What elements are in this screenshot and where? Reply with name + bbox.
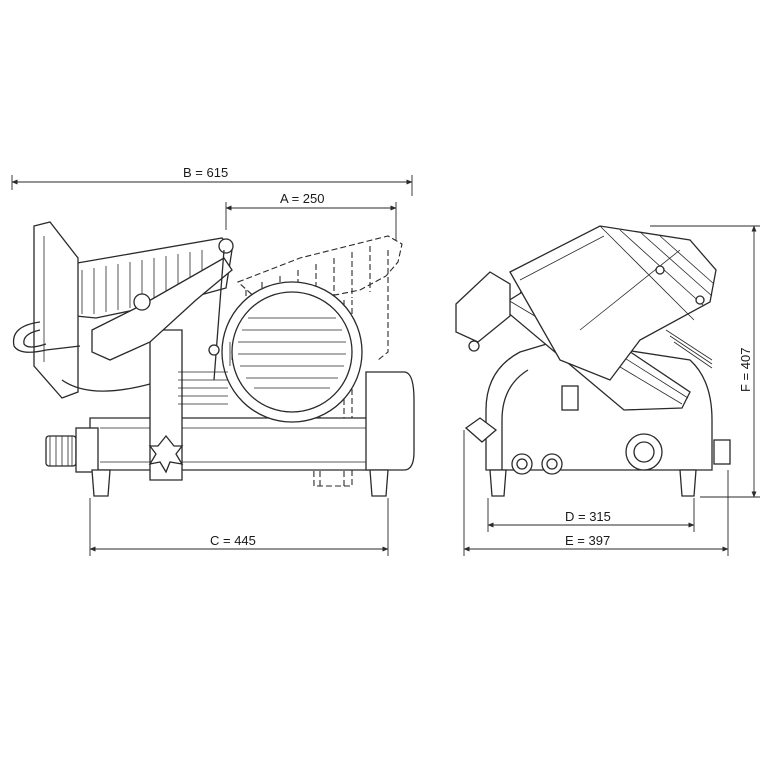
dimension-label-d: D = 315 xyxy=(565,509,611,524)
control-knobs xyxy=(511,433,731,475)
dimension-label-f: F = 407 xyxy=(738,348,753,392)
pusher-plate xyxy=(33,221,79,399)
dimension-label-e: E = 397 xyxy=(565,533,610,548)
dimension-label-b: B = 615 xyxy=(183,165,228,180)
front-feet xyxy=(91,469,389,497)
dimension-B: B = 615 xyxy=(11,165,413,196)
thickness-knob xyxy=(45,427,99,473)
blade-guard xyxy=(509,225,717,381)
dimension-label-a: A = 250 xyxy=(280,191,324,206)
star-knob xyxy=(148,434,184,474)
motor-housing xyxy=(365,371,415,471)
carriage-arm xyxy=(91,257,233,361)
dimension-label-c: C = 445 xyxy=(210,533,256,548)
body-column xyxy=(149,329,183,481)
blade-assembly xyxy=(221,281,363,423)
dimension-A: A = 250 xyxy=(225,191,397,240)
dimension-F: F = 407 xyxy=(650,225,760,498)
side-pusher xyxy=(455,271,511,343)
side-feet xyxy=(489,469,697,497)
front-view-machine xyxy=(12,221,415,497)
dimension-C: C = 445 xyxy=(89,498,389,556)
pusher-handle xyxy=(12,321,81,353)
dimension-D: D = 315 xyxy=(487,498,695,532)
side-view-machine xyxy=(455,225,731,497)
dimension-E: E = 397 xyxy=(463,430,729,556)
